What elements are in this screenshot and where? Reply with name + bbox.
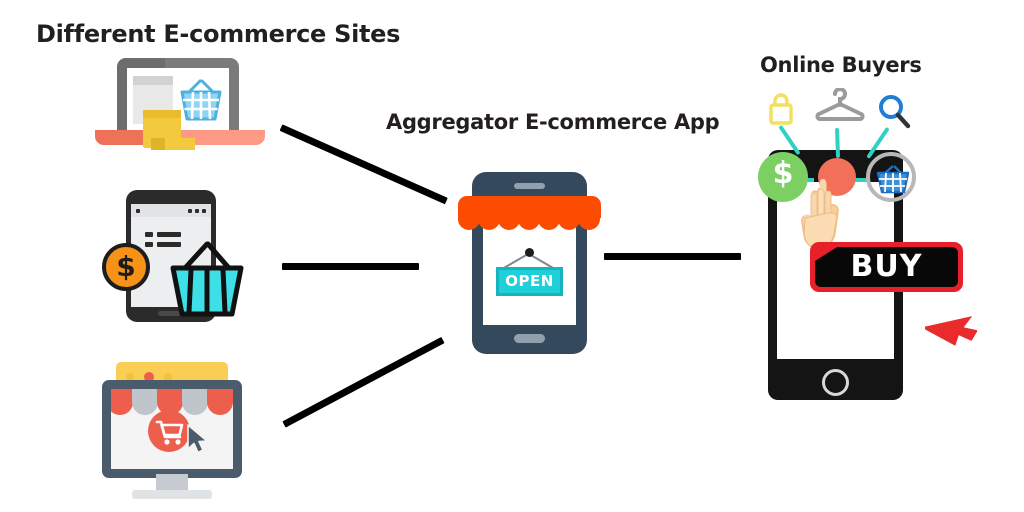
monitor-ecommerce-site-icon — [98, 362, 248, 507]
header-dot — [164, 373, 172, 381]
browser-dot — [195, 209, 199, 213]
connector-tablet-to-app — [282, 263, 419, 270]
content-line — [157, 242, 181, 247]
connector-laptop-to-app — [279, 124, 448, 205]
page-title-center-app: Aggregator E-commerce App — [386, 110, 720, 134]
clothes-hanger-icon — [811, 87, 869, 128]
header-dot — [144, 372, 154, 382]
pointing-hand-icon — [798, 178, 850, 250]
monitor-stand — [156, 474, 188, 494]
browser-dot — [202, 209, 206, 213]
tablet-home-indicator — [158, 311, 184, 316]
phone-home-button[interactable] — [514, 334, 545, 343]
shopping-cart-icon — [148, 410, 190, 452]
package-box-lid — [143, 110, 181, 118]
phone-home-button[interactable] — [822, 369, 849, 396]
monitor-foot — [132, 490, 212, 499]
browser-dot — [188, 209, 192, 213]
connector-monitor-to-app — [282, 336, 445, 428]
buy-button-face: BUY — [815, 247, 958, 287]
content-line — [157, 232, 181, 237]
dollar-coin-symbol: $ — [116, 250, 136, 283]
phone-speaker — [514, 183, 545, 189]
mouse-cursor-icon — [186, 424, 212, 458]
package-box-small-shadow — [151, 138, 165, 150]
tablet-browser-bar — [131, 204, 211, 217]
page-title-right-group: Online Buyers — [760, 53, 922, 77]
basket-badge[interactable] — [866, 152, 916, 202]
dollar-coin-icon: $ — [102, 243, 150, 291]
header-dot — [126, 373, 134, 381]
content-bullet — [145, 232, 153, 237]
aggregator-app-phone[interactable]: OPEN — [458, 172, 601, 354]
sign-hook — [525, 248, 534, 257]
page-title-left-group: Different E-commerce Sites — [36, 20, 401, 48]
connection-ray — [835, 127, 841, 159]
tablet-ecommerce-site-icon: $ — [100, 188, 250, 328]
browser-dot — [136, 209, 140, 213]
dollar-badge[interactable]: $ — [758, 152, 808, 202]
dollar-badge-label: $ — [772, 156, 794, 191]
magnifying-glass-icon — [877, 94, 913, 134]
red-arrow-cursor-icon — [921, 300, 978, 352]
store-awning — [111, 389, 233, 415]
storefront-awning — [458, 196, 601, 234]
connection-dash — [852, 178, 870, 182]
buy-button-label: BUY — [850, 249, 923, 284]
laptop-screen-sidebar-header — [133, 76, 173, 85]
shopping-basket-icon — [177, 78, 225, 122]
connector-app-to-buyers — [604, 253, 741, 260]
shopping-basket-icon — [168, 240, 246, 320]
content-bullet — [145, 242, 153, 247]
open-sign-label: OPEN — [505, 272, 554, 290]
padlock-icon — [766, 92, 796, 130]
buy-button[interactable]: BUY — [810, 242, 963, 292]
laptop-ecommerce-site-icon — [95, 58, 265, 158]
open-sign: OPEN — [496, 267, 563, 296]
